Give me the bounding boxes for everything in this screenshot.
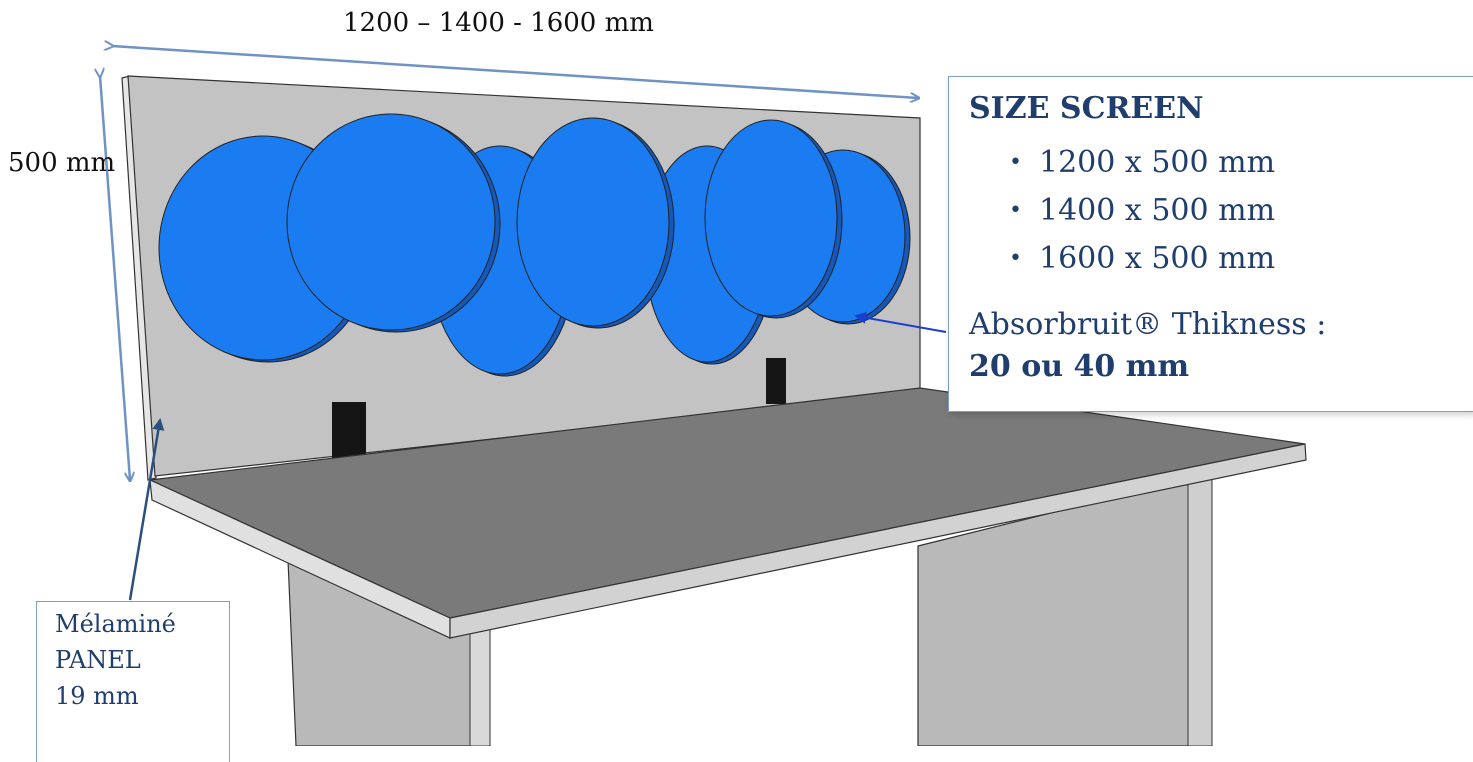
panel-pointer-arrow: [128, 418, 165, 601]
bullet-icon: •: [1009, 150, 1022, 175]
panel-type-label: PANEL: [55, 646, 141, 674]
width-dimension-label: 1200 – 1400 - 1600 mm: [343, 8, 654, 38]
size-screen-title: SIZE SCREEN: [969, 91, 1204, 126]
acoustic-disc: [516, 117, 670, 327]
height-dimension-arrow: [100, 76, 130, 480]
height-dimension-label: 500 mm: [8, 148, 116, 178]
desk-top: [147, 387, 1307, 639]
desk-screen-illustration: [0, 0, 1307, 746]
desk-leg-right-side: [1187, 471, 1213, 746]
size-list: •1200 x 500 mm •1400 x 500 mm •1600 x 50…: [1009, 139, 1275, 283]
size-list-item: •1200 x 500 mm: [1009, 139, 1275, 187]
desk-top-right-edge: [449, 443, 1307, 639]
size-list-item: •1600 x 500 mm: [1009, 235, 1275, 283]
bullet-icon: •: [1009, 198, 1022, 223]
width-dimension-arrow: [112, 46, 918, 98]
thickness-label: Absorbruit® Thikness :: [969, 307, 1327, 342]
acoustic-discs: [158, 113, 911, 377]
thickness-value: 20 ou 40 mm: [969, 349, 1190, 384]
screen-bracket: [332, 402, 366, 458]
acoustic-disc: [704, 119, 838, 317]
size-screen-callout: SIZE SCREEN •1200 x 500 mm •1400 x 500 m…: [948, 76, 1473, 412]
size-list-item: •1400 x 500 mm: [1009, 187, 1275, 235]
acoustic-disc: [286, 113, 496, 331]
thickness-pointer-arrow: [854, 311, 947, 333]
bullet-icon: •: [1009, 246, 1022, 271]
panel-callout: Mélaminé PANEL 19 mm: [36, 601, 230, 762]
desk-leg-left-side: [469, 619, 491, 746]
screen-bracket: [766, 358, 786, 404]
panel-thickness-label: 19 mm: [55, 682, 139, 710]
panel-material-label: Mélaminé: [55, 610, 176, 638]
